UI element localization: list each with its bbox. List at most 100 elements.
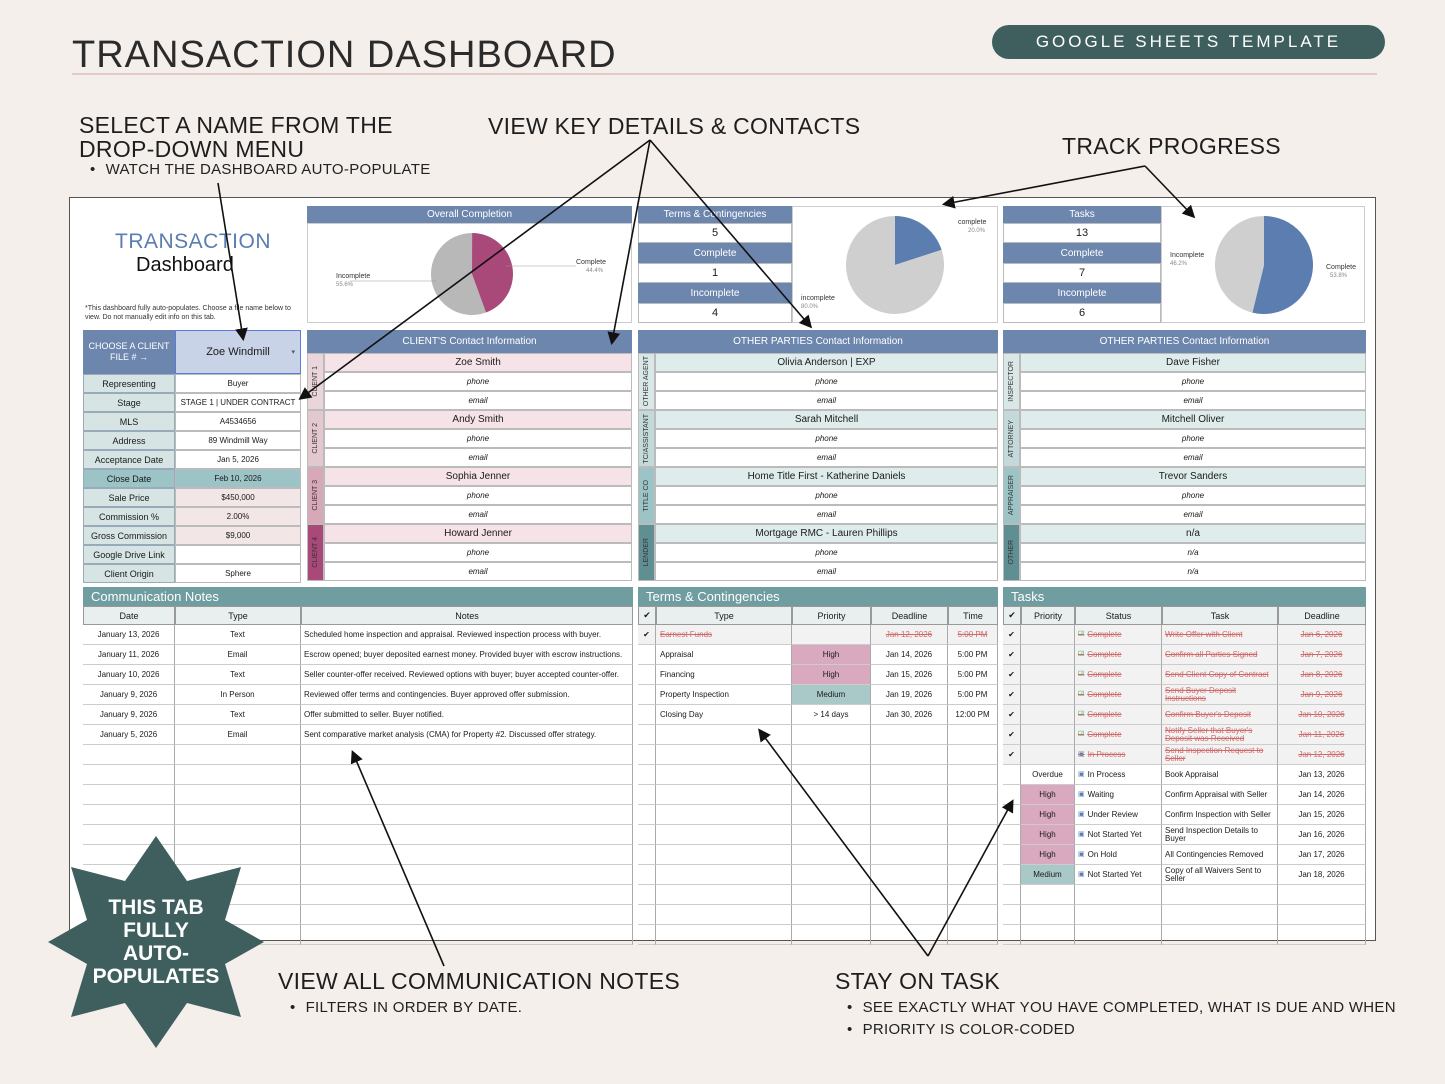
tasks-complete-label: Complete	[1003, 243, 1161, 263]
table-cell	[1278, 925, 1366, 945]
overall-chart-frame: Incomplete 55.6% Complete 44.4%	[307, 223, 632, 323]
contact-phone: phone	[324, 486, 632, 505]
table-cell	[638, 645, 656, 665]
table-cell: ☑Complete	[1075, 665, 1162, 685]
table-cell	[1278, 905, 1366, 925]
detail-label: Client Origin	[83, 564, 175, 583]
table-cell: Write Offer with Client	[1162, 625, 1278, 645]
table-cell: Confirm Buyer's Deposit	[1162, 705, 1278, 725]
terms-complete-label: Complete	[638, 243, 792, 263]
table-cell: Earnest Funds	[656, 625, 792, 645]
contact-section-header: CLIENT'S Contact Information	[307, 330, 632, 353]
table-cell	[948, 885, 998, 905]
table-cell	[1162, 885, 1278, 905]
table-cell: ▣In Process	[1075, 765, 1162, 785]
contact-phone: phone	[1020, 372, 1366, 391]
badge-line4: POPULATES	[93, 965, 220, 988]
table-cell: Reviewed offer terms and contingencies. …	[301, 685, 633, 705]
overall-complete-pct: 44.4%	[586, 268, 604, 274]
table-cell	[175, 845, 301, 865]
table-cell	[175, 785, 301, 805]
column-header: Priority	[792, 606, 871, 625]
detail-value: Feb 10, 2026	[175, 469, 301, 488]
table-cell	[948, 805, 998, 825]
table-cell	[792, 805, 871, 825]
detail-value: 89 Windmill Way	[175, 431, 301, 450]
table-cell: January 13, 2026	[83, 625, 175, 645]
column-header: Task	[1162, 606, 1278, 625]
contact-email: email	[1020, 505, 1366, 524]
detail-value: A4534656	[175, 412, 301, 431]
table-cell	[871, 785, 948, 805]
badge-line2: FULLY	[123, 919, 189, 942]
client-file-selected: Zoe Windmill	[206, 346, 270, 358]
table-cell: Email	[175, 725, 301, 745]
column-header: Date	[83, 606, 175, 625]
contact-email: email	[655, 391, 998, 410]
status-icon: ☑	[1078, 650, 1085, 658]
title-divider	[72, 73, 1377, 75]
status-text: In Process	[1087, 769, 1126, 779]
table-cell	[1162, 925, 1278, 945]
table-cell	[301, 805, 633, 825]
status-icon: ☑	[1078, 710, 1085, 718]
table-cell	[1003, 765, 1021, 785]
table-cell	[1003, 905, 1021, 925]
status-icon: ▣	[1078, 770, 1085, 778]
pie-slice-complete	[895, 216, 942, 265]
table-cell	[792, 905, 871, 925]
tasks-complete: 7	[1003, 263, 1161, 283]
detail-label: Google Drive Link	[83, 545, 175, 564]
table-cell: January 11, 2026	[83, 645, 175, 665]
table-cell	[656, 885, 792, 905]
detail-value: 2.00%	[175, 507, 301, 526]
table-cell	[1003, 925, 1021, 945]
table-cell: Copy of all Waivers Sent to Seller	[1162, 865, 1278, 885]
callout-task: STAY ON TASK	[835, 968, 1001, 994]
table-cell	[948, 825, 998, 845]
contact-phone: phone	[655, 543, 998, 562]
tasks-table-header: Tasks	[1003, 587, 1366, 606]
table-cell	[871, 745, 948, 765]
table-cell	[1075, 905, 1162, 925]
table-cell: ▣Waiting	[1075, 785, 1162, 805]
table-cell: Send Client Copy of Contract	[1162, 665, 1278, 685]
column-header: Type	[656, 606, 792, 625]
callout-select-line2: DROP-DOWN MENU	[79, 136, 305, 162]
status-text: Under Review	[1087, 809, 1138, 819]
chevron-down-icon: ▾	[291, 349, 295, 356]
arrow-view-1	[298, 139, 651, 400]
detail-label: Address	[83, 431, 175, 450]
table-cell: Text	[175, 625, 301, 645]
detail-value: Jan 5, 2026	[175, 450, 301, 469]
table-cell: Scheduled home inspection and appraisal.…	[301, 625, 633, 645]
tasks-incomplete-label: Incomplete	[1003, 283, 1161, 303]
table-cell	[656, 785, 792, 805]
column-header: Deadline	[871, 606, 948, 625]
table-cell: Medium	[1021, 865, 1075, 885]
table-cell: High	[1021, 845, 1075, 865]
arrow-track-2	[1144, 165, 1196, 219]
status-icon: ▣	[1078, 790, 1085, 798]
detail-value: Sphere	[175, 564, 301, 583]
page-title: TRANSACTION DASHBOARD	[72, 34, 617, 76]
table-cell: Jan 7, 2026	[1278, 645, 1366, 665]
table-cell	[948, 905, 998, 925]
table-cell: Property Inspection	[656, 685, 792, 705]
table-cell	[871, 805, 948, 825]
table-cell: ☑Complete	[1075, 685, 1162, 705]
contact-group-tag: CLIENT 4	[307, 524, 324, 581]
table-cell	[792, 825, 871, 845]
callout-select-line1: SELECT A NAME FROM THE	[79, 112, 393, 138]
status-text: Complete	[1087, 709, 1122, 719]
terms-complete: 1	[638, 263, 792, 283]
terms-table-header: Terms & Contingencies	[638, 587, 998, 606]
column-header: Deadline	[1278, 606, 1366, 625]
detail-label: Stage	[83, 393, 175, 412]
table-cell	[1021, 665, 1075, 685]
status-text: Complete	[1087, 669, 1122, 679]
table-cell: Text	[175, 705, 301, 725]
template-badge: GOOGLE SHEETS TEMPLATE	[992, 25, 1385, 59]
contact-group-tag: TITLE CO	[638, 467, 655, 524]
